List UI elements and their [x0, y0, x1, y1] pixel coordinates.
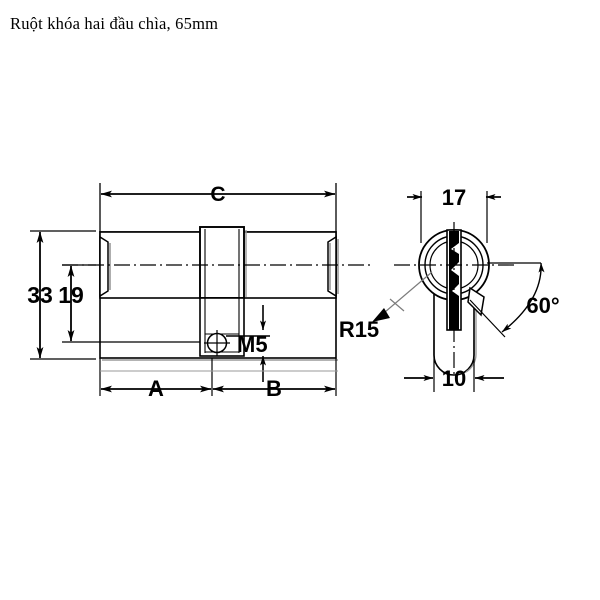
- r15-arrowhead: [372, 308, 390, 322]
- cam-tail-feature: [467, 286, 485, 317]
- cam-lever-upper: [199, 226, 245, 299]
- r15-leader-line: [377, 271, 433, 319]
- dim-label-19: 19: [58, 282, 84, 308]
- dim-label-m5: M5: [237, 332, 268, 357]
- angle-60-arc: [501, 262, 545, 333]
- dim-label-c: C: [210, 183, 225, 206]
- left-end-chamfer: [99, 235, 109, 298]
- dim-label-10: 10: [442, 366, 466, 391]
- side-elevation-view: C: [27, 183, 374, 401]
- dim-label-b: B: [266, 376, 282, 401]
- dim-label-33: 33: [27, 282, 53, 308]
- end-section-view: 17 R15: [339, 185, 560, 392]
- dim-label-a: A: [148, 376, 164, 401]
- r15-tick: [389, 298, 405, 312]
- dim-label-60: 60°: [526, 293, 559, 318]
- dim-label-17: 17: [442, 185, 466, 210]
- angle-60-ref-line-slope: [469, 299, 506, 338]
- dim-label-r15: R15: [339, 317, 379, 342]
- page-title: Ruột khóa hai đầu chìa, 65mm: [10, 14, 219, 33]
